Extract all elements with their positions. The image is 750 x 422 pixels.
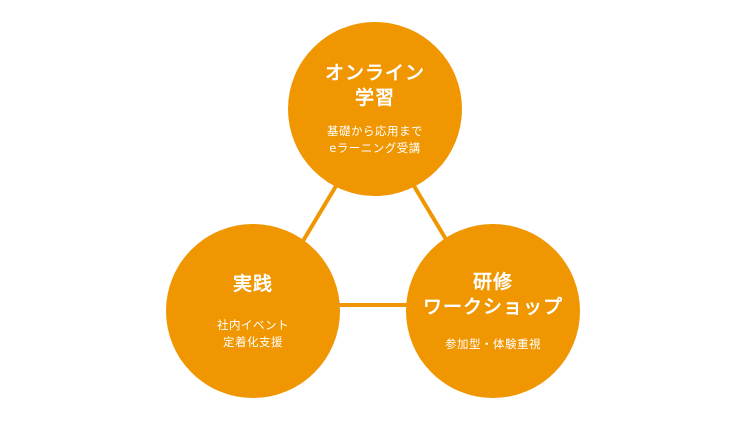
title-line: 研修 [472,270,513,293]
title-line: 実践 [232,272,273,295]
description-line: 参加型・体験重視 [445,336,541,351]
description-line: 基礎から応用まで [327,124,423,138]
description-line: 社内イベント [217,317,289,332]
node-title: 実践 [233,272,273,297]
description-line: eラーニング受講 [329,141,421,155]
node-description: 参加型・体験重視 [445,336,541,353]
title-line: ワークショップ [422,295,563,318]
node-title: オンライン 学習 [325,61,425,111]
title-line: 学習 [354,87,395,109]
node-description: 社内イベント 定着化支援 [217,317,289,351]
node-title: 研修 ワークショップ [423,270,563,320]
node-practice: 実践 社内イベント 定着化支援 [166,224,340,398]
node-training-workshop: 研修 ワークショップ 参加型・体験重視 [406,224,580,398]
title-line: オンライン [324,62,425,84]
description-line: 定着化支援 [223,334,283,349]
connector-online-practice [298,184,338,248]
node-online-learning: オンライン 学習 基礎から応用まで eラーニング受講 [288,22,462,196]
node-description: 基礎から応用まで eラーニング受講 [327,123,423,157]
connector-online-training [412,184,452,248]
